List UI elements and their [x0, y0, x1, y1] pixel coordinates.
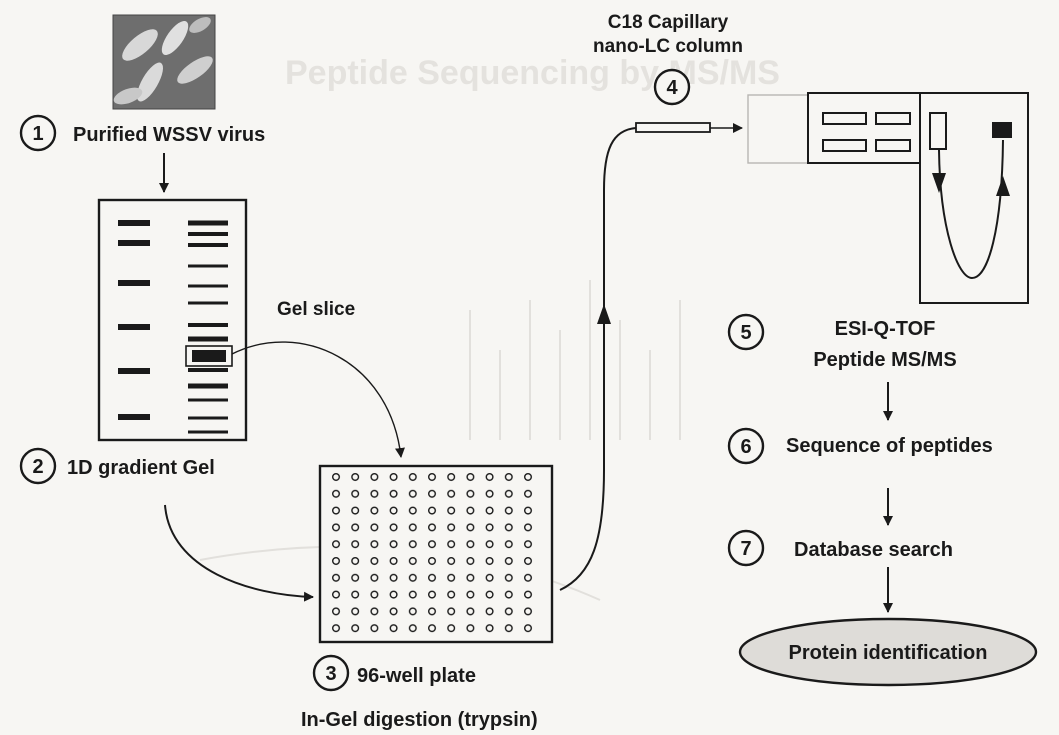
mass-spectrometer	[748, 93, 1028, 303]
svg-text:7: 7	[740, 538, 751, 560]
svg-text:4: 4	[666, 77, 678, 99]
protein-identification-node: Protein identification	[740, 619, 1036, 685]
result-label: Protein identification	[789, 642, 988, 664]
svg-text:1: 1	[32, 123, 43, 145]
gel-slice-arrow	[232, 342, 401, 457]
digestion-label: In-Gel digestion (trypsin)	[301, 709, 538, 731]
arrow-2-to-3	[165, 505, 313, 597]
gel-image	[99, 200, 246, 440]
step-4-label-line1: C18 Capillary	[608, 12, 729, 33]
svg-text:6: 6	[740, 436, 751, 458]
step-5-marker: 5	[729, 315, 763, 349]
arrow-3-to-4	[560, 128, 636, 590]
arrow-3-to-4-head	[597, 304, 611, 324]
well-plate-96	[320, 466, 552, 642]
step-2-marker: 2	[21, 449, 55, 483]
step-3-label: 96-well plate	[357, 665, 476, 687]
capillary-column	[636, 123, 742, 132]
gel-slice-label: Gel slice	[277, 299, 355, 320]
virus-micrograph	[112, 14, 217, 109]
step-1-label: Purified WSSV virus	[73, 124, 265, 146]
background-title: Peptide Sequencing by MS/MS	[285, 54, 780, 92]
step-7-marker: 7	[729, 531, 763, 565]
step-6-marker: 6	[729, 429, 763, 463]
step-4-marker: 4	[655, 70, 689, 104]
svg-text:3: 3	[325, 663, 336, 685]
step-6-label: Sequence of peptides	[786, 435, 993, 457]
step-5-label-line1: ESI-Q-TOF	[835, 318, 936, 340]
step-3-marker: 3	[314, 656, 348, 690]
step-2-label: 1D gradient Gel	[67, 457, 215, 479]
step-7-label: Database search	[794, 539, 953, 561]
step-5-label-line2: Peptide MS/MS	[813, 349, 956, 371]
svg-text:2: 2	[32, 456, 43, 478]
step-4-label-line2: nano-LC column	[593, 36, 743, 57]
svg-text:5: 5	[740, 322, 751, 344]
step-1-marker: 1	[21, 116, 55, 150]
